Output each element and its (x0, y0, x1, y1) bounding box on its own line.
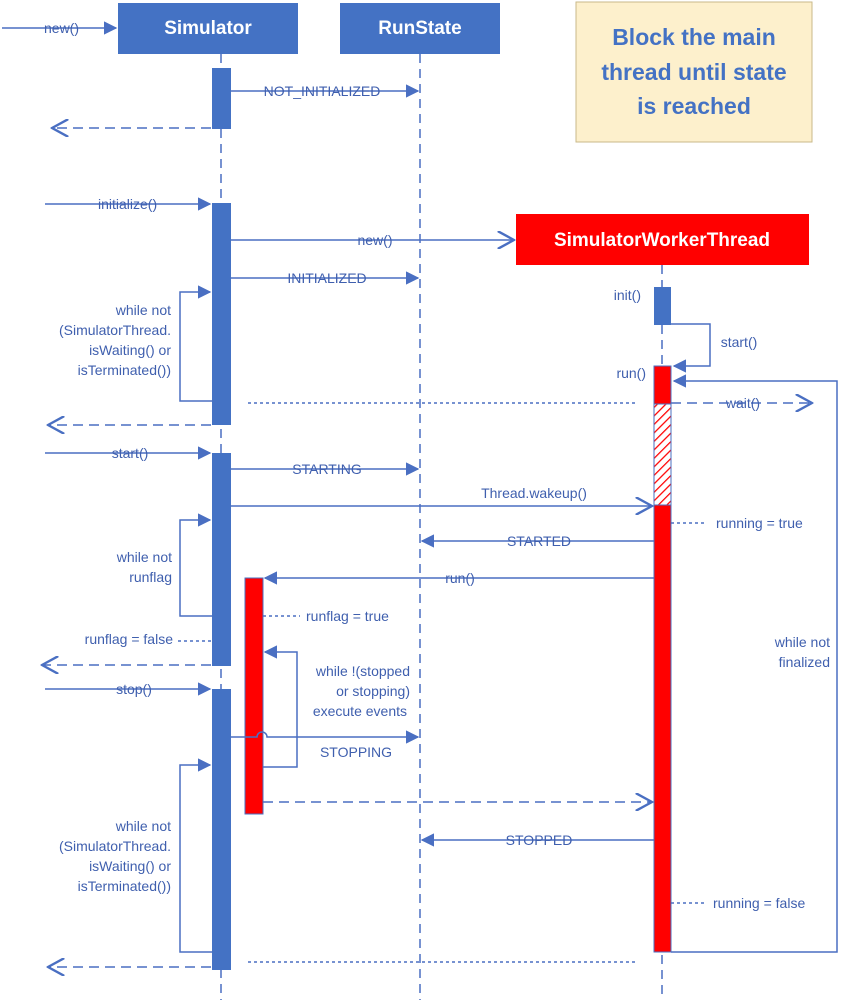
activation-sim-run (244, 577, 264, 815)
participant-runstate: RunState (340, 3, 500, 54)
participant-runstate-label: RunState (378, 18, 461, 39)
msg-running-true: running = true (716, 515, 803, 531)
loop-wait1-line-2: (SimulatorThread. (59, 322, 171, 338)
loop-wait1-line-3: isWaiting() or (89, 342, 171, 358)
participant-worker-label: SimulatorWorkerThread (554, 230, 770, 251)
msg-start-worker: start() (721, 334, 758, 350)
activation-worker-waiting (653, 403, 672, 506)
participant-worker-thread: SimulatorWorkerThread (516, 214, 809, 265)
msg-stopping: STOPPING (320, 744, 392, 760)
loop-runflag-line-1: while not (116, 549, 172, 565)
activation-sim-2 (212, 203, 231, 425)
loop-wait1-line-4: isTerminated()) (78, 362, 171, 378)
msg-thread-wakeup: Thread.wakeup() (481, 485, 587, 501)
activation-worker-init (654, 287, 671, 325)
participant-simulator-label: Simulator (164, 18, 252, 39)
msg-not-initialized: NOT_INITIALIZED (264, 83, 381, 99)
msg-started: STARTED (507, 533, 571, 549)
msg-run-worker: run() (616, 365, 646, 381)
msg-stop: stop() (116, 681, 152, 697)
msg-initialize: initialize() (98, 196, 157, 212)
msg-stopped: STOPPED (506, 832, 573, 848)
msg-initialized: INITIALIZED (287, 270, 366, 286)
message-labels: new() NOT_INITIALIZED initialize() new()… (44, 20, 805, 911)
message-lines (2, 21, 838, 967)
loop-events-line-3: execute events (313, 703, 407, 719)
loop-wait2-line-4: isTerminated()) (78, 878, 171, 894)
lifelines (220, 54, 663, 1000)
loop-wait2-line-1: while not (115, 818, 171, 834)
note-line-1: Block the main (612, 24, 776, 50)
msg-starting: STARTING (292, 461, 362, 477)
note-connectors (263, 522, 707, 904)
note-line-2: thread until state (601, 59, 786, 85)
msg-new-worker: new() (357, 232, 392, 248)
loop-events-line-2: or stopping) (336, 683, 410, 699)
msg-wait: wait() (725, 395, 760, 411)
activation-sim-4 (212, 689, 231, 970)
loop-finalized-line-2: finalized (779, 654, 830, 670)
activation-bars (212, 68, 672, 970)
loop-events-line-1: while !(stopped (315, 663, 410, 679)
msg-run-simulator: run() (445, 570, 475, 586)
msg-runflag-false: runflag = false (85, 631, 174, 647)
loop-wait2-line-2: (SimulatorThread. (59, 838, 171, 854)
activation-sim-1 (212, 68, 231, 129)
activation-worker-run (653, 365, 672, 405)
msg-runflag-true: runflag = true (306, 608, 389, 624)
activation-sim-3 (212, 453, 231, 666)
loop-wait1-line-1: while not (115, 302, 171, 318)
loop-labels: while not (SimulatorThread. isWaiting() … (59, 302, 830, 894)
msg-new-simulator: new() (44, 20, 79, 36)
msg-init: init() (614, 287, 641, 303)
participant-simulator: Simulator (118, 3, 298, 54)
msg-running-false: running = false (713, 895, 805, 911)
note-box: Block the main thread until state is rea… (575, 1, 813, 143)
loop-runflag-line-2: runflag (129, 569, 172, 585)
note-line-3: is reached (637, 93, 751, 119)
activation-worker-running (653, 504, 672, 953)
msg-start-simulator: start() (112, 445, 149, 461)
loop-wait2-line-3: isWaiting() or (89, 858, 171, 874)
loop-finalized-line-1: while not (774, 634, 830, 650)
